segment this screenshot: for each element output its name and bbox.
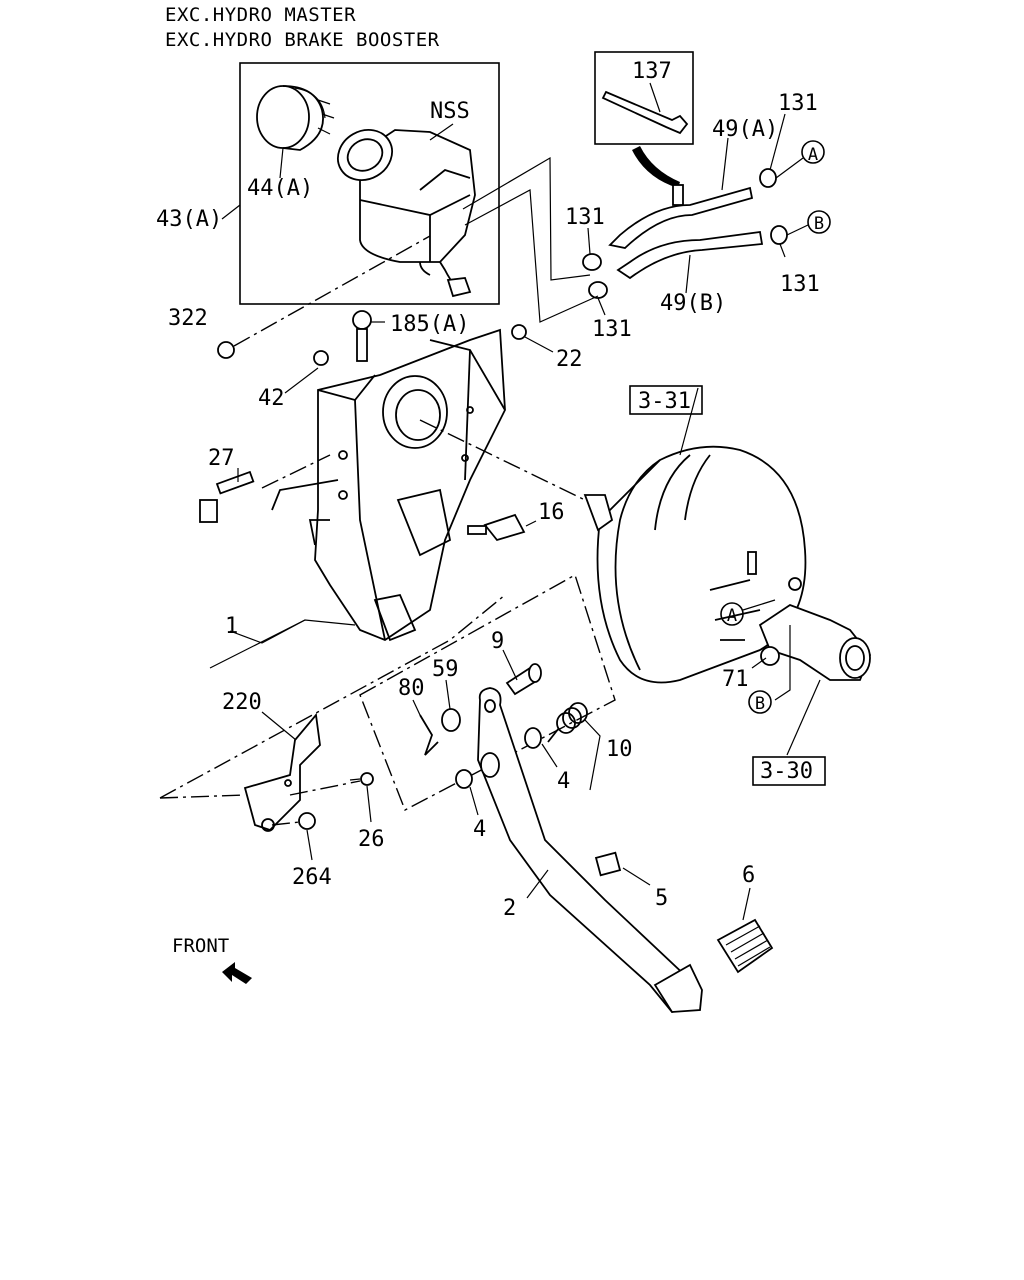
circle-a-mid: A [720,602,744,626]
circle-a-top: A [801,140,825,165]
label-nss: NSS [430,99,470,124]
pin-27 [199,470,255,523]
ref-box-3-30 [752,756,826,786]
bracket-220 [243,712,321,832]
label-3-30: 3-30 [760,759,813,784]
brake-booster-drawing [583,387,807,684]
pin-9 [505,663,542,696]
label-9: 9 [491,629,504,654]
svg-text:A: A [808,145,818,165]
label-71: 71 [722,667,749,692]
label-6: 6 [742,863,755,888]
pedal-bracket-drawing [271,328,506,642]
circle-b-top: B [807,210,831,234]
pedal-pad-6 [716,918,774,974]
bolt-185a [352,310,372,362]
label-131-right: 131 [780,272,820,297]
master-cylinder-fitting-drawing [709,551,872,681]
label-49b: 49(B) [660,291,726,316]
hoses-drawing [608,184,764,280]
label-10: 10 [606,737,633,762]
label-185a: 185(A) [390,312,469,337]
label-49a: 49(A) [712,117,778,142]
spring-10 [547,702,588,743]
label-220: 220 [222,690,262,715]
label-front: FRONT [172,935,229,957]
label-4-right: 4 [557,769,570,794]
label-3-31: 3-31 [638,389,691,414]
label-16: 16 [538,500,565,525]
label-2: 2 [503,896,516,921]
label-131-mid: 131 [565,205,605,230]
label-131-low: 131 [592,317,632,342]
label-1: 1 [225,614,238,639]
label-27: 27 [208,446,235,471]
label-42: 42 [258,386,285,411]
label-4-low: 4 [473,817,486,842]
ref-box-3-31 [629,385,703,415]
label-5: 5 [655,886,668,911]
reservoir-inset [239,62,500,305]
label-131-top: 131 [778,91,818,116]
header-line-1: EXC.HYDRO MASTER [165,4,356,26]
label-80: 80 [398,676,425,701]
circle-b-low: B [748,690,772,714]
label-137: 137 [632,59,672,84]
label-43a: 43(A) [156,207,222,232]
reservoir-tank-drawing [337,129,476,298]
reservoir-cap-drawing [256,85,335,151]
label-59: 59 [432,657,459,682]
label-264: 264 [292,865,332,890]
callout-labels: 137 NSS 49(A) 131 44(A) 43(A) 131 131 49… [156,59,820,957]
svg-text:B: B [814,214,824,234]
header-line-2: EXC.HYDRO BRAKE BOOSTER [165,29,440,51]
label-26: 26 [358,827,385,852]
svg-text:A: A [727,606,737,626]
label-322: 322 [168,306,208,331]
label-22: 22 [556,347,583,372]
label-44a: 44(A) [247,176,313,201]
pedal-arm-drawing [477,687,703,1014]
part-137-box [594,51,694,145]
switch-16 [467,513,526,542]
svg-text:B: B [755,694,765,714]
